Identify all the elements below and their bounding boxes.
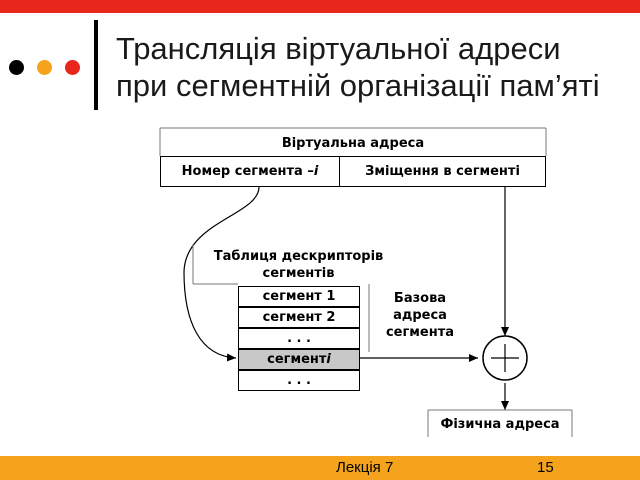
page-number: 15 — [537, 459, 554, 476]
table-row: сегмент 2 — [238, 307, 360, 328]
table-row-label: . . . — [287, 331, 311, 346]
table-row-label: сегмент 1 — [262, 289, 336, 304]
table-row: . . . — [238, 370, 360, 391]
segment-index-arrow — [183, 186, 260, 362]
base-address-label: Базова адреса сегмента — [372, 290, 468, 341]
descriptor-table-title-line-2: сегментів — [262, 266, 335, 281]
base-address-line-1: Базова — [393, 291, 447, 306]
title-line-1: Трансляція віртуальної адреси — [116, 31, 561, 66]
table-row-label: сегмент — [267, 352, 327, 367]
top-accent-bar — [0, 0, 640, 13]
segment-number-var: i — [313, 164, 319, 179]
base-address-line-3: сегмента — [385, 325, 455, 340]
offset-label: Зміщення в сегменті — [365, 164, 520, 179]
descriptor-table-title-line-1: Таблиця дескрипторів — [213, 249, 384, 264]
segment-number-label: Номер сегмента – — [181, 164, 314, 179]
physical-address-label: Фізична адреса — [440, 417, 560, 432]
slide-title: Трансляція віртуальної адреси при сегмен… — [116, 30, 600, 104]
title-line-2: при сегментній організації пам’яті — [116, 68, 600, 103]
table-row-selected: сегмент i — [238, 349, 360, 370]
orange-dot-icon — [37, 60, 52, 75]
bottom-accent-bar — [0, 456, 640, 480]
title-divider — [94, 20, 98, 110]
virtual-address-title: Віртуальна адреса — [281, 136, 425, 151]
table-row-label: . . . — [287, 373, 311, 388]
black-dot-icon — [9, 60, 24, 75]
table-row-label: сегмент 2 — [262, 310, 336, 325]
footer-lecture: Лекція 7 — [336, 459, 394, 476]
table-row: сегмент 1 — [238, 286, 360, 307]
offset-box: Зміщення в сегменті — [339, 156, 546, 187]
segment-number-box: Номер сегмента – i — [160, 156, 340, 187]
red-dot-icon — [65, 60, 80, 75]
base-address-line-2: адреса — [393, 308, 447, 323]
table-row-var: i — [326, 352, 331, 367]
table-row: . . . — [238, 328, 360, 349]
descriptor-table-title: Таблиця дескрипторів сегментів — [196, 248, 401, 282]
